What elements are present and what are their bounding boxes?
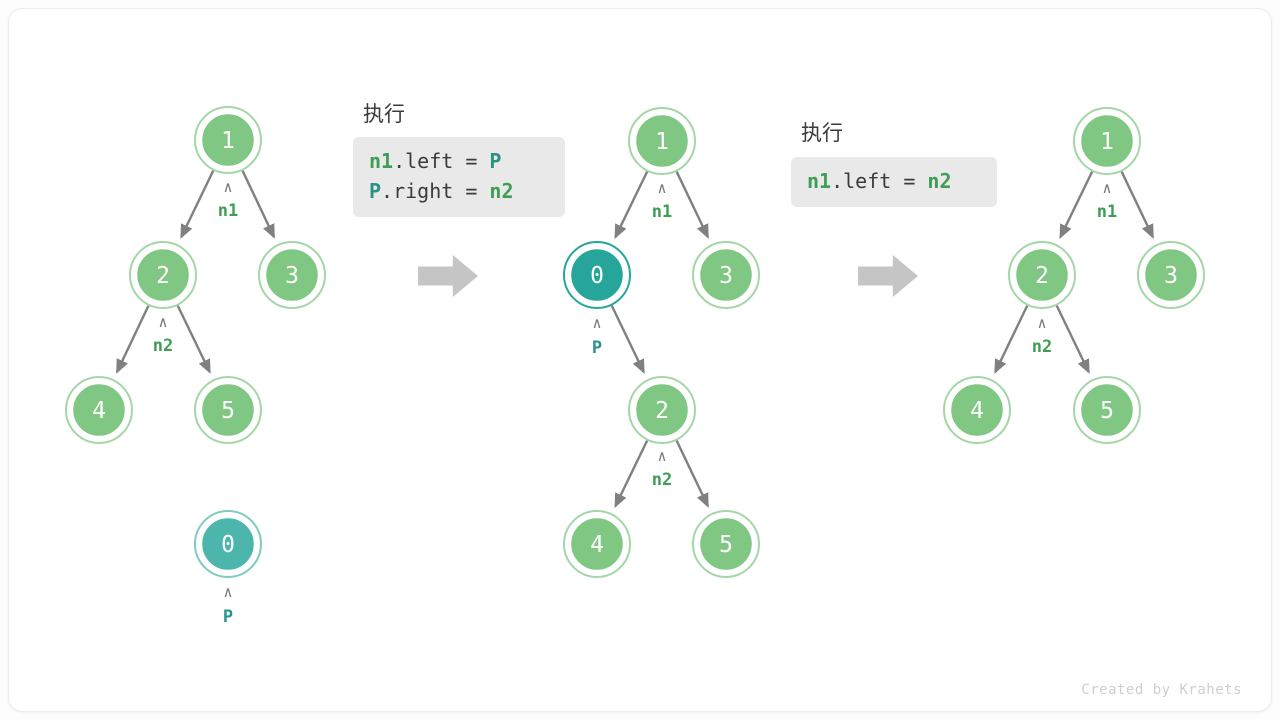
tree-edge — [994, 305, 1029, 374]
node-value: 3 — [719, 263, 733, 289]
tree-node[interactable]: 3 — [258, 241, 326, 309]
code-token: P — [369, 179, 382, 203]
tree-node[interactable]: 2 — [628, 376, 696, 444]
code-token: P — [489, 149, 502, 173]
pointer-label: n1 — [1097, 202, 1117, 222]
tree-node[interactable]: 1 — [628, 107, 696, 175]
pointer-label: n2 — [1032, 337, 1052, 357]
pointer-label: n2 — [652, 470, 672, 490]
exec-label: 执行 — [801, 121, 843, 145]
tree-edge — [675, 440, 709, 508]
tree-edges — [115, 170, 1154, 508]
node-value: 2 — [156, 263, 170, 289]
tree-node[interactable]: 1 — [194, 106, 262, 174]
caret-icon: ∧ — [1102, 179, 1111, 197]
code-token: n1 — [369, 149, 394, 173]
tree-edge — [675, 171, 709, 239]
caret-icon: ∧ — [657, 447, 666, 465]
tree-edge — [1059, 171, 1094, 239]
node-value: 0 — [221, 532, 235, 558]
transition-arrows — [418, 255, 918, 297]
node-value: 1 — [221, 128, 235, 154]
caret-icon: ∧ — [1037, 314, 1046, 332]
tree-node[interactable]: 4 — [65, 376, 133, 444]
code-line: n1.left = n2 — [807, 166, 981, 196]
tree-edge — [1120, 171, 1154, 239]
tree-node[interactable]: 2 — [1008, 241, 1076, 309]
transition-arrow-2 — [858, 255, 918, 297]
pointer-label: P — [223, 607, 233, 627]
code-token: n1 — [807, 169, 832, 193]
caret-icon: ∧ — [223, 583, 232, 601]
credit-text: Created by Krahets — [1081, 682, 1242, 698]
code-token: .left = — [831, 169, 928, 193]
tree-node[interactable]: 5 — [1073, 376, 1141, 444]
tree-node[interactable]: 3 — [692, 241, 760, 309]
node-value: 5 — [719, 532, 733, 558]
caret-icon: ∧ — [223, 178, 232, 196]
node-value: 1 — [1100, 129, 1114, 155]
caret-icon: ∧ — [158, 313, 167, 331]
tree-edge — [180, 170, 215, 239]
node-value: 2 — [655, 398, 669, 424]
tree-node[interactable]: 4 — [563, 510, 631, 578]
code-token: .right = — [381, 179, 490, 203]
code-block-2: n1.left = n2 — [791, 157, 997, 207]
tree-edge — [176, 305, 211, 374]
code-line: n1.left = P — [369, 146, 549, 176]
code-token: n2 — [489, 179, 514, 203]
node-value: 5 — [1100, 398, 1114, 424]
tree-node[interactable]: 0 — [194, 510, 262, 578]
node-value: 2 — [1035, 263, 1049, 289]
tree-nodes: 1 ∧ n1 2 ∧ n2 3 4 5 0 ∧ P 1 ∧ n1 0 ∧ P 3 2 ∧ n2 4 5 1 ∧ n1 2 ∧ n2 3 4 5 — [65, 106, 1205, 627]
tree-node[interactable]: 3 — [1137, 241, 1205, 309]
node-value: 4 — [970, 398, 984, 424]
node-value: 5 — [221, 398, 235, 424]
tree-edge — [115, 305, 150, 374]
code-token: .left = — [393, 149, 490, 173]
tree-node[interactable]: 0 — [563, 241, 631, 309]
tree-edge — [610, 305, 645, 374]
pointer-label: n1 — [652, 202, 672, 222]
tree-node[interactable]: 5 — [194, 376, 262, 444]
tree-node[interactable]: 1 — [1073, 107, 1141, 175]
pointer-label: n1 — [218, 201, 238, 221]
tree-edge — [1055, 305, 1090, 374]
caret-icon: ∧ — [657, 179, 666, 197]
node-value: 0 — [590, 263, 604, 289]
tree-edge — [614, 440, 649, 508]
transition-arrow-1 — [418, 255, 478, 297]
tree-node[interactable]: 2 — [129, 241, 197, 309]
tree-edge — [241, 170, 276, 239]
node-value: 4 — [92, 398, 106, 424]
tree-edge — [614, 171, 649, 239]
node-value: 1 — [655, 129, 669, 155]
code-line: P.right = n2 — [369, 176, 549, 206]
node-value: 3 — [285, 263, 299, 289]
exec-label: 执行 — [363, 102, 405, 126]
pointer-label: n2 — [153, 336, 173, 356]
tree-node[interactable]: 4 — [943, 376, 1011, 444]
node-value: 3 — [1164, 263, 1178, 289]
tree-node[interactable]: 5 — [692, 510, 760, 578]
code-token: n2 — [927, 169, 952, 193]
pointer-label: P — [592, 338, 602, 358]
node-value: 4 — [590, 532, 604, 558]
caret-icon: ∧ — [592, 314, 601, 332]
